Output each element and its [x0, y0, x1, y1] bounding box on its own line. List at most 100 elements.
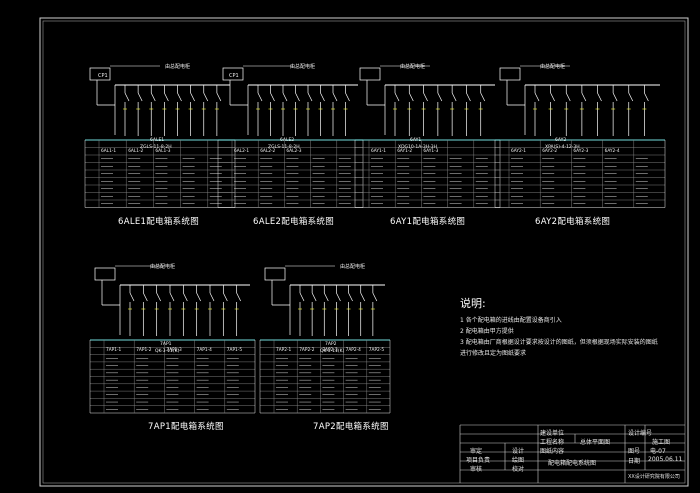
breaker-label: 6AY2-2: [542, 148, 558, 154]
incoming-device: [359, 67, 381, 81]
branch-switch: [581, 92, 587, 102]
tb-role-2a: 项目负责: [466, 457, 491, 464]
branch-switch: [183, 292, 188, 302]
supply-note-p2: 由总配电柜: [290, 64, 316, 70]
table-header-p1: 6ALE1: [150, 138, 165, 143]
breaker-label: 7AP1-1: [106, 348, 122, 354]
breaker-label: 7AP1-2: [136, 348, 152, 354]
tb-role-2b: 绘图: [512, 457, 525, 464]
table-header-p2: 6ALE2: [280, 138, 295, 143]
branch-switch: [437, 92, 443, 102]
breaker-label: 7AP2-4: [345, 348, 361, 354]
branch-switch: [223, 292, 228, 302]
tb-number-label: 图号: [628, 448, 641, 455]
table-header-p3: 6AY1: [410, 138, 422, 143]
branch-switch: [466, 92, 471, 102]
panel-title-6ay2: 6AY2配电箱系统图: [535, 217, 611, 227]
tb-date-value: 2005.06.11: [648, 456, 683, 463]
branch-switch: [311, 292, 317, 302]
branch-switch: [644, 92, 649, 102]
tb-company: 建设单位: [540, 430, 565, 437]
panel-title-7ap1: 7AP1配电箱系统图: [148, 422, 224, 432]
branch-switch: [299, 292, 305, 302]
branch-switch: [550, 92, 555, 102]
notes-line-3: 3 配电箱由厂商根据设计要求按设计的图纸，但须根据现场实际安装的图纸: [460, 339, 658, 346]
tb-role-3a: 审核: [470, 466, 483, 473]
tb-drawing-value: 配电箱配电系统图: [548, 460, 597, 467]
branch-switch: [345, 92, 350, 102]
incoming-device: [222, 67, 244, 81]
tb-number-value: 电-07: [650, 448, 666, 455]
branch-switch: [169, 292, 175, 302]
tb-project-label: 工程名称: [540, 439, 565, 446]
branch-switch: [612, 92, 618, 102]
breaker-label: 6AY2-3: [573, 148, 589, 154]
branch-switch: [257, 92, 263, 102]
branch-switch: [408, 92, 414, 102]
branch-switch: [216, 92, 222, 102]
branch-switch: [307, 92, 313, 102]
branch-switch: [156, 292, 161, 302]
branch-switch: [336, 292, 341, 302]
incoming-device: [89, 67, 111, 81]
breaker-label: 7AP2-5: [368, 348, 385, 354]
branch-switch: [394, 92, 400, 102]
breaker-label: 6AL1-1: [101, 148, 117, 154]
branch-switch: [129, 292, 135, 302]
branch-switch: [164, 92, 169, 102]
breaker-label: 6AY1-3: [423, 148, 439, 154]
tb-footer: XX设计研究院有限公司: [628, 474, 680, 480]
panel-title-6ale2: 6ALE2配电箱系统图: [253, 217, 335, 227]
breaker-label: 6AY1-1: [371, 148, 386, 154]
table-header-p5: 7AP1: [160, 342, 172, 347]
branch-switch: [372, 292, 378, 302]
branch-switch: [423, 92, 428, 102]
breaker-label: 6AL2-3: [286, 148, 302, 154]
branch-switch: [124, 92, 130, 102]
branch-switch: [534, 92, 540, 102]
branch-switch: [597, 92, 602, 102]
branch-switch: [451, 92, 457, 102]
tb-role-1b: 设计: [512, 448, 525, 455]
model-code-p6: QK-3-11(K): [320, 349, 345, 354]
table-header-p6: 7AP2: [325, 342, 337, 347]
branch-switch: [320, 92, 325, 102]
incoming-device: [264, 267, 286, 281]
branch-switch: [177, 92, 182, 102]
branch-switch: [360, 292, 366, 302]
branch-switch: [628, 92, 634, 102]
breaker-label: 7AP1-5: [226, 348, 243, 354]
supply-note-p1: 由总配电柜: [165, 64, 191, 70]
breaker-label: 7AP2-1: [276, 348, 292, 354]
inner-border: [42, 20, 686, 484]
supply-note-p3: 由总配电柜: [400, 64, 426, 70]
model-code-p4: XPA(S)-4-12-3H: [545, 145, 580, 150]
panel-title-6ay1: 6AY1配电箱系统图: [390, 217, 466, 227]
tb-date-label: 日期: [628, 458, 641, 465]
outer-border: [39, 17, 689, 487]
supply-note-p5: 由总配电柜: [150, 264, 176, 270]
branch-switch: [209, 292, 215, 302]
supply-note-p4: 由总配电柜: [540, 64, 566, 70]
tb-role-1a: 审定: [470, 448, 483, 455]
breaker-label: 7AP2-3: [322, 348, 338, 354]
branch-switch: [480, 92, 486, 102]
incoming-label-p2: CP1: [229, 73, 239, 79]
breaker-label: 6AY2-4: [604, 148, 620, 154]
notes-block: 说明: 1 各个配电箱的进线由配置设备商引入 2 配电箱由甲方提供 3 配电箱由…: [460, 295, 658, 359]
breaker-label: 6AY2-1: [511, 148, 526, 154]
breaker-label: 6AL2-2: [260, 148, 276, 154]
breaker-label: 6AL1-3: [155, 148, 171, 154]
branch-switch: [332, 92, 338, 102]
breaker-label: 7AP1-4: [196, 348, 212, 354]
branch-switch: [196, 292, 201, 302]
notes-heading: 说明:: [460, 297, 486, 310]
breaker-label: 6AL2-1: [234, 148, 250, 154]
breaker-label: 6AY1-2: [397, 148, 413, 154]
notes-line-1: 1 各个配电箱的进线由配置设备商引入: [460, 317, 562, 324]
supply-note-p6: 由总配电柜: [340, 264, 366, 270]
breaker-label: 7AP2-2: [299, 348, 315, 354]
branch-switch: [203, 92, 209, 102]
notes-line-2: 2 配电箱由甲方提供: [460, 328, 514, 335]
